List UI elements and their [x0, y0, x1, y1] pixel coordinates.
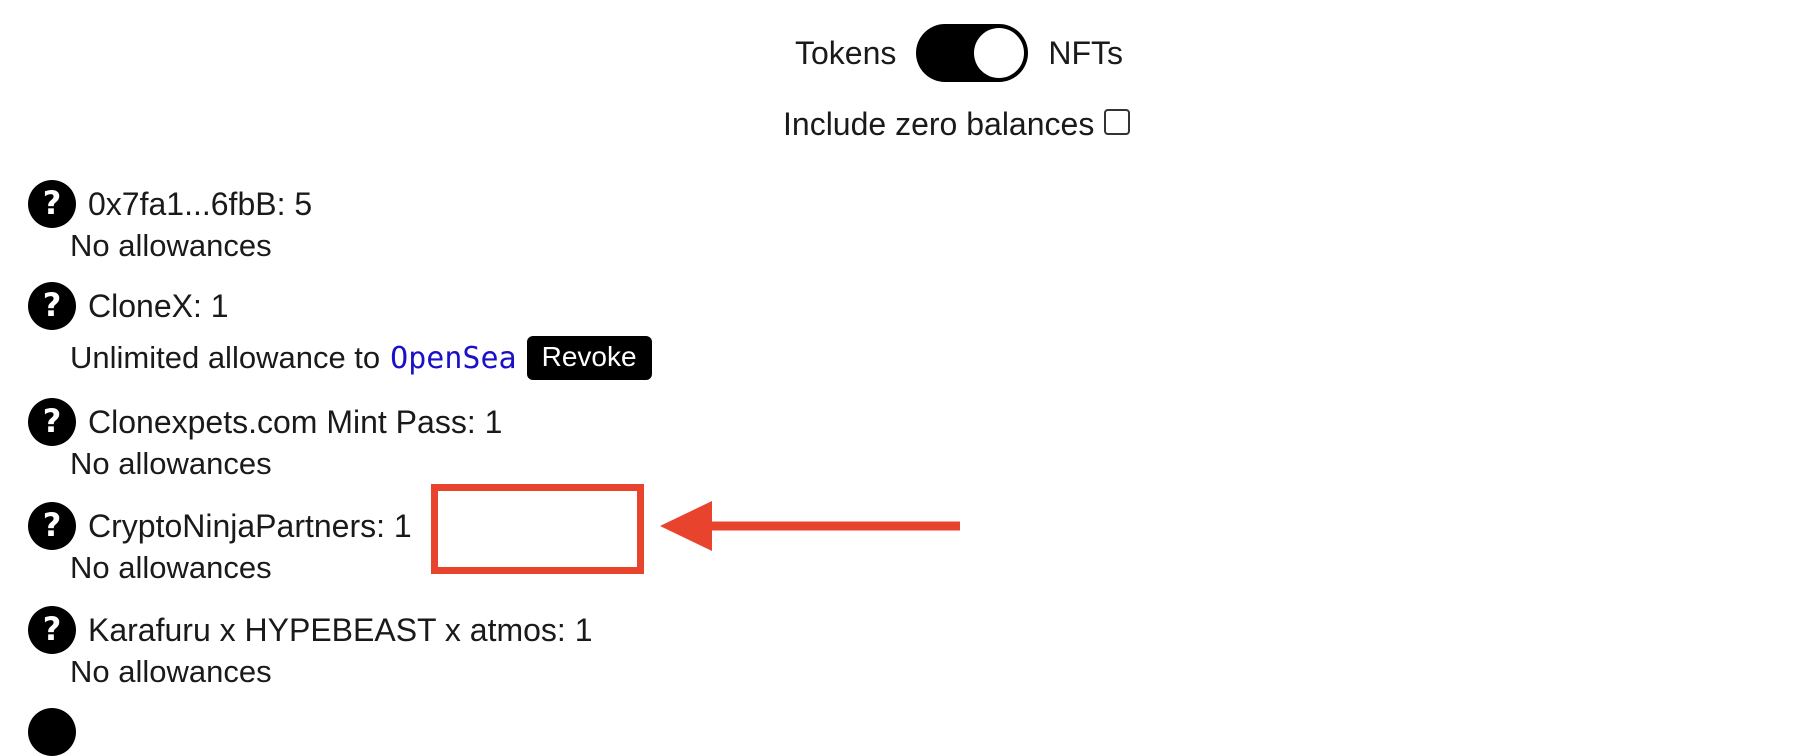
toggle-label-tokens[interactable]: Tokens — [795, 34, 897, 71]
token-header: ? Karafuru x HYPEBEAST x atmos: 1 — [28, 606, 593, 654]
allowance-row: Unlimited allowance to OpenSea Revoke — [70, 336, 652, 380]
token-name-balance: Clonexpets.com Mint Pass: 1 — [88, 403, 503, 440]
question-circle-icon: ? — [28, 398, 76, 446]
allowance-text: No allowances — [70, 446, 272, 481]
question-circle-icon: ? — [28, 606, 76, 654]
toggle-label-nfts[interactable]: NFTs — [1048, 34, 1124, 71]
question-circle-icon — [28, 708, 76, 756]
token-item: ? CloneX: 1 Unlimited allowance to OpenS… — [28, 282, 652, 380]
question-circle-icon: ? — [28, 502, 76, 550]
allowance-row: No allowances — [70, 446, 502, 482]
token-name-balance: CryptoNinjaPartners: 1 — [88, 507, 412, 544]
allowance-text: No allowances — [70, 550, 272, 585]
allowance-text: Unlimited allowance to — [70, 340, 381, 375]
token-item: ? Karafuru x HYPEBEAST x atmos: 1 No all… — [28, 606, 593, 690]
question-circle-icon: ? — [28, 180, 76, 228]
switch-knob — [974, 28, 1025, 78]
revoke-button[interactable]: Revoke — [526, 336, 652, 380]
annotation-highlight-box — [431, 484, 644, 574]
token-item: ? Clonexpets.com Mint Pass: 1 No allowan… — [28, 398, 502, 482]
token-type-toggle: Tokens NFTs — [795, 24, 1123, 82]
question-circle-icon: ? — [28, 282, 76, 330]
annotation-arrow-icon — [660, 501, 960, 551]
token-header: ? 0x7fa1...6fbB: 5 — [28, 180, 312, 228]
token-name-balance: Karafuru x HYPEBEAST x atmos: 1 — [88, 611, 593, 648]
allowance-text: No allowances — [70, 654, 272, 689]
token-item: ? 0x7fa1...6fbB: 5 No allowances — [28, 180, 312, 264]
tokens-nfts-switch[interactable] — [916, 24, 1029, 82]
zero-balances-option: Include zero balances — [783, 106, 1131, 143]
token-header: ? CloneX: 1 — [28, 282, 652, 330]
token-name-balance: 0x7fa1...6fbB: 5 — [88, 185, 313, 222]
spender-link[interactable]: OpenSea — [390, 340, 517, 376]
allowance-row: No allowances — [70, 550, 412, 586]
allowance-row: No allowances — [70, 228, 312, 264]
token-item: ? CryptoNinjaPartners: 1 No allowances — [28, 502, 412, 586]
token-header: ? Clonexpets.com Mint Pass: 1 — [28, 398, 502, 446]
zero-balances-label: Include zero balances — [783, 106, 1095, 142]
token-item — [28, 708, 76, 756]
zero-balances-checkbox[interactable] — [1104, 108, 1131, 135]
token-name-balance: CloneX: 1 — [88, 287, 229, 324]
allowance-row: No allowances — [70, 654, 593, 690]
allowance-text: No allowances — [70, 228, 272, 263]
token-header: ? CryptoNinjaPartners: 1 — [28, 502, 412, 550]
